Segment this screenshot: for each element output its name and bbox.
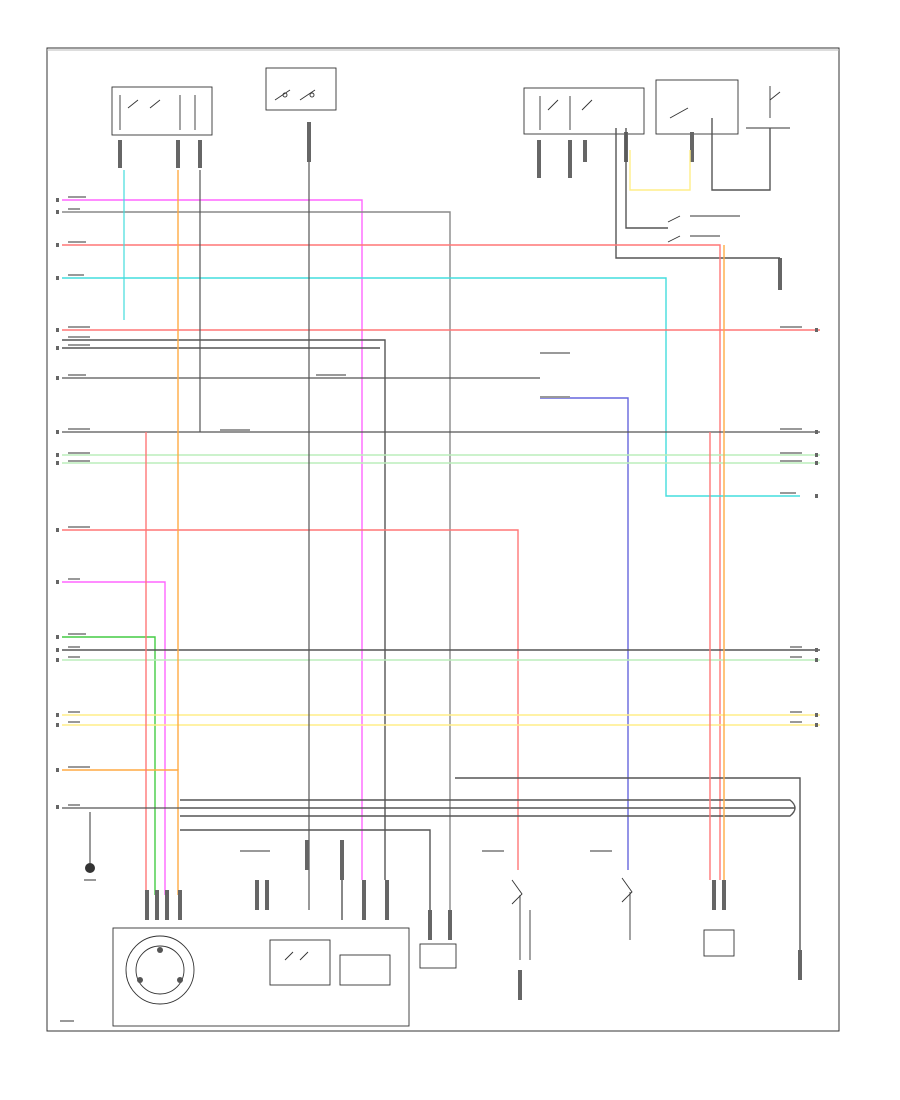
wire-cyan xyxy=(62,277,800,497)
wire-green xyxy=(62,636,156,895)
connector-left-edge xyxy=(56,198,59,809)
connector-right-edge xyxy=(815,328,818,727)
wire-pink-lower xyxy=(62,581,166,895)
relay-top-right xyxy=(667,215,782,290)
wire-dark-bottom-loop xyxy=(180,829,431,910)
switch-bottom-b xyxy=(621,877,633,940)
wire-yellow-top xyxy=(629,150,691,191)
wire-orange-lower xyxy=(62,769,179,895)
control-module xyxy=(112,840,410,1027)
component-top-right-a xyxy=(523,87,645,178)
wire-gray-top xyxy=(62,211,451,910)
switch-top-center xyxy=(265,67,337,162)
wire-red-1 xyxy=(62,244,721,880)
wire-pink-top xyxy=(62,199,363,880)
wire-dark-top-right xyxy=(711,118,771,191)
wire-blue xyxy=(540,397,629,870)
wire-dark-relay xyxy=(615,128,780,259)
component-bottom-center xyxy=(419,910,457,969)
ground-icon xyxy=(84,812,96,881)
wire-dark-vertical-left xyxy=(62,339,386,880)
switch-top-right xyxy=(746,86,790,129)
wire-dark-relay-b xyxy=(625,128,668,229)
connector-bottom-right xyxy=(703,880,802,980)
component-top-right-b xyxy=(624,79,739,162)
wire-red-3 xyxy=(62,529,519,870)
label-marks xyxy=(60,196,802,1022)
wire-bundle-3 xyxy=(455,777,801,950)
component-top-left xyxy=(111,86,213,168)
diagram-frame xyxy=(46,47,840,1032)
switch-bottom-a xyxy=(511,879,531,1000)
